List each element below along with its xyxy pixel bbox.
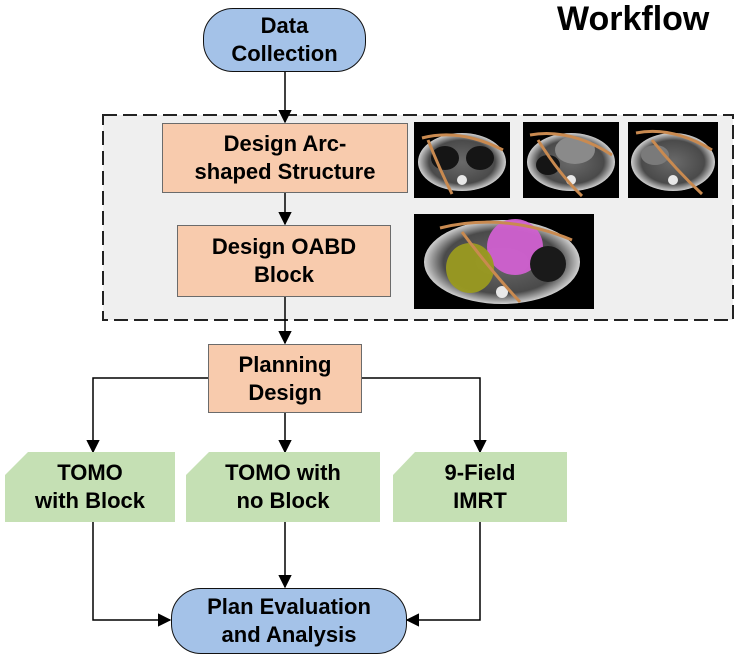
arrow-planning-to-tomo-block [86,377,208,454]
ct-scan-image-3 [628,122,718,198]
ct-scan-image-2 [523,122,619,198]
arrow-tomo-block-to-eval [92,522,172,627]
design-arc-node: Design Arc-shaped Structure [162,123,408,193]
arrow-planning-to-imrt [362,377,487,454]
tomo-no-block-shape [186,452,380,522]
connectors [86,72,487,627]
arrow-imrt-to-eval [405,522,481,627]
diagram-title: Workflow [557,0,710,38]
tomo-block-shape [5,452,175,522]
imrt-shape [393,452,567,522]
ct-scan-image-1 [414,122,510,198]
ct-scan-oabd-image [414,214,594,309]
